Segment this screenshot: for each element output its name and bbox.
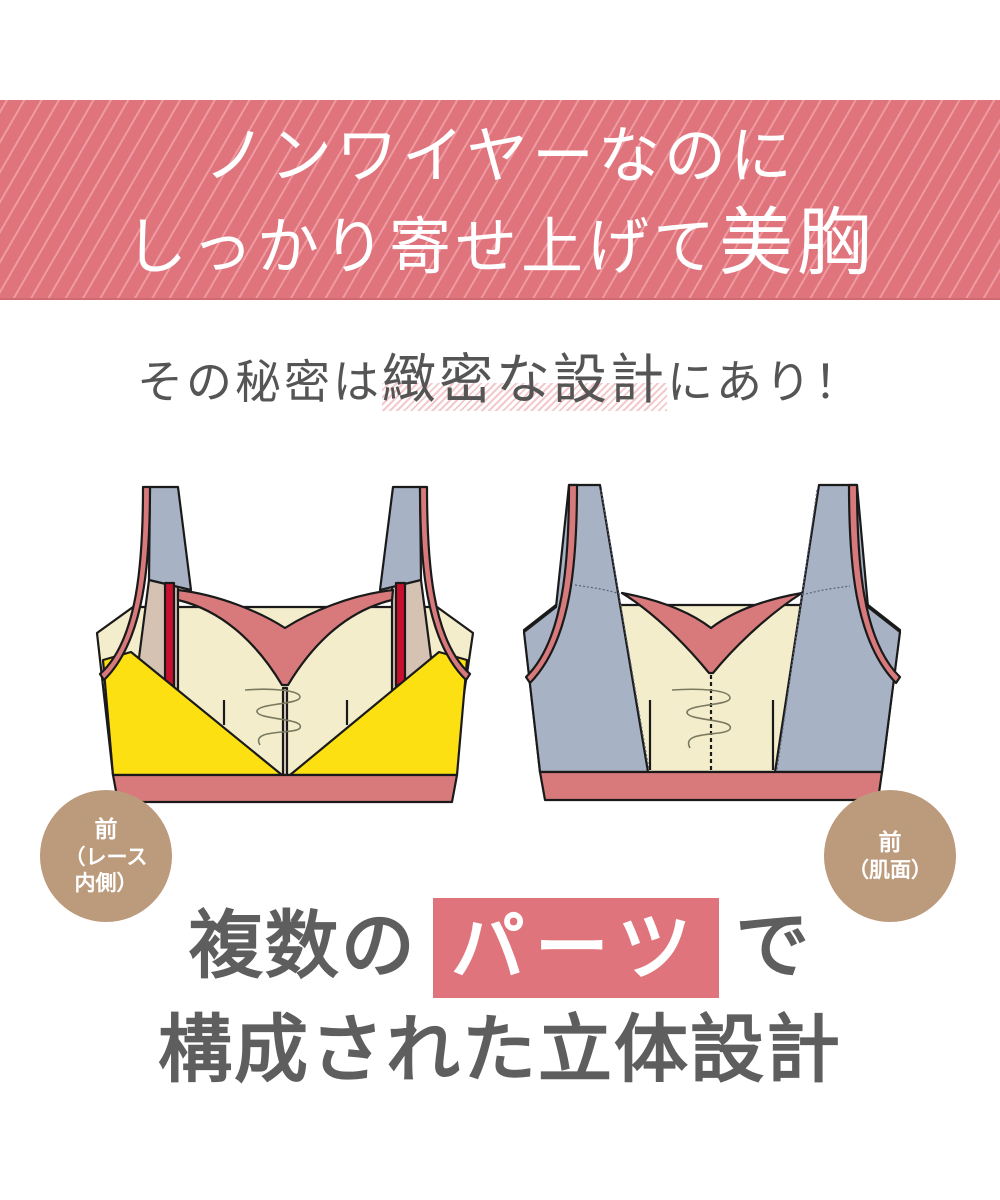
view-badge-skin-side: 前 （肌面） — [824, 790, 956, 922]
subtitle-prefix: その秘密は — [137, 355, 382, 409]
banner-emphasis: 美胸 — [719, 200, 875, 286]
view-badge-lace-inside: 前 （レース 内側） — [40, 790, 172, 922]
banner-line-2-text: しっかり寄せ上げて — [124, 210, 719, 283]
bra-front-skin-illustration — [522, 483, 902, 802]
headline-suffix: で — [735, 903, 812, 989]
badge-label-inside: 内側） — [74, 871, 138, 895]
headline-banner — [0, 100, 1000, 300]
subtitle-emphasis: 緻密な設計 — [382, 348, 667, 411]
badge-label-skin: （肌面） — [848, 858, 932, 882]
banner-line-1: ノンワイヤーなのに — [203, 119, 797, 192]
badge-label-lace: （レース — [64, 845, 148, 869]
bra-front-lace-illustration — [95, 485, 475, 804]
headline-line-1: 複数のパーツで — [0, 898, 1000, 998]
subtitle: その秘密は緻密な設計にあり！ — [0, 345, 1000, 417]
headline-highlight: パーツ — [432, 898, 720, 998]
headline-prefix: 複数の — [188, 903, 417, 989]
badge-label-front: 前 — [94, 817, 118, 843]
badge-label-front: 前 — [878, 830, 902, 856]
banner-line-2: しっかり寄せ上げて美胸 — [0, 203, 1000, 287]
headline-line-2: 構成された立体設計 — [158, 1007, 842, 1093]
subtitle-suffix: にあり！ — [667, 355, 863, 409]
